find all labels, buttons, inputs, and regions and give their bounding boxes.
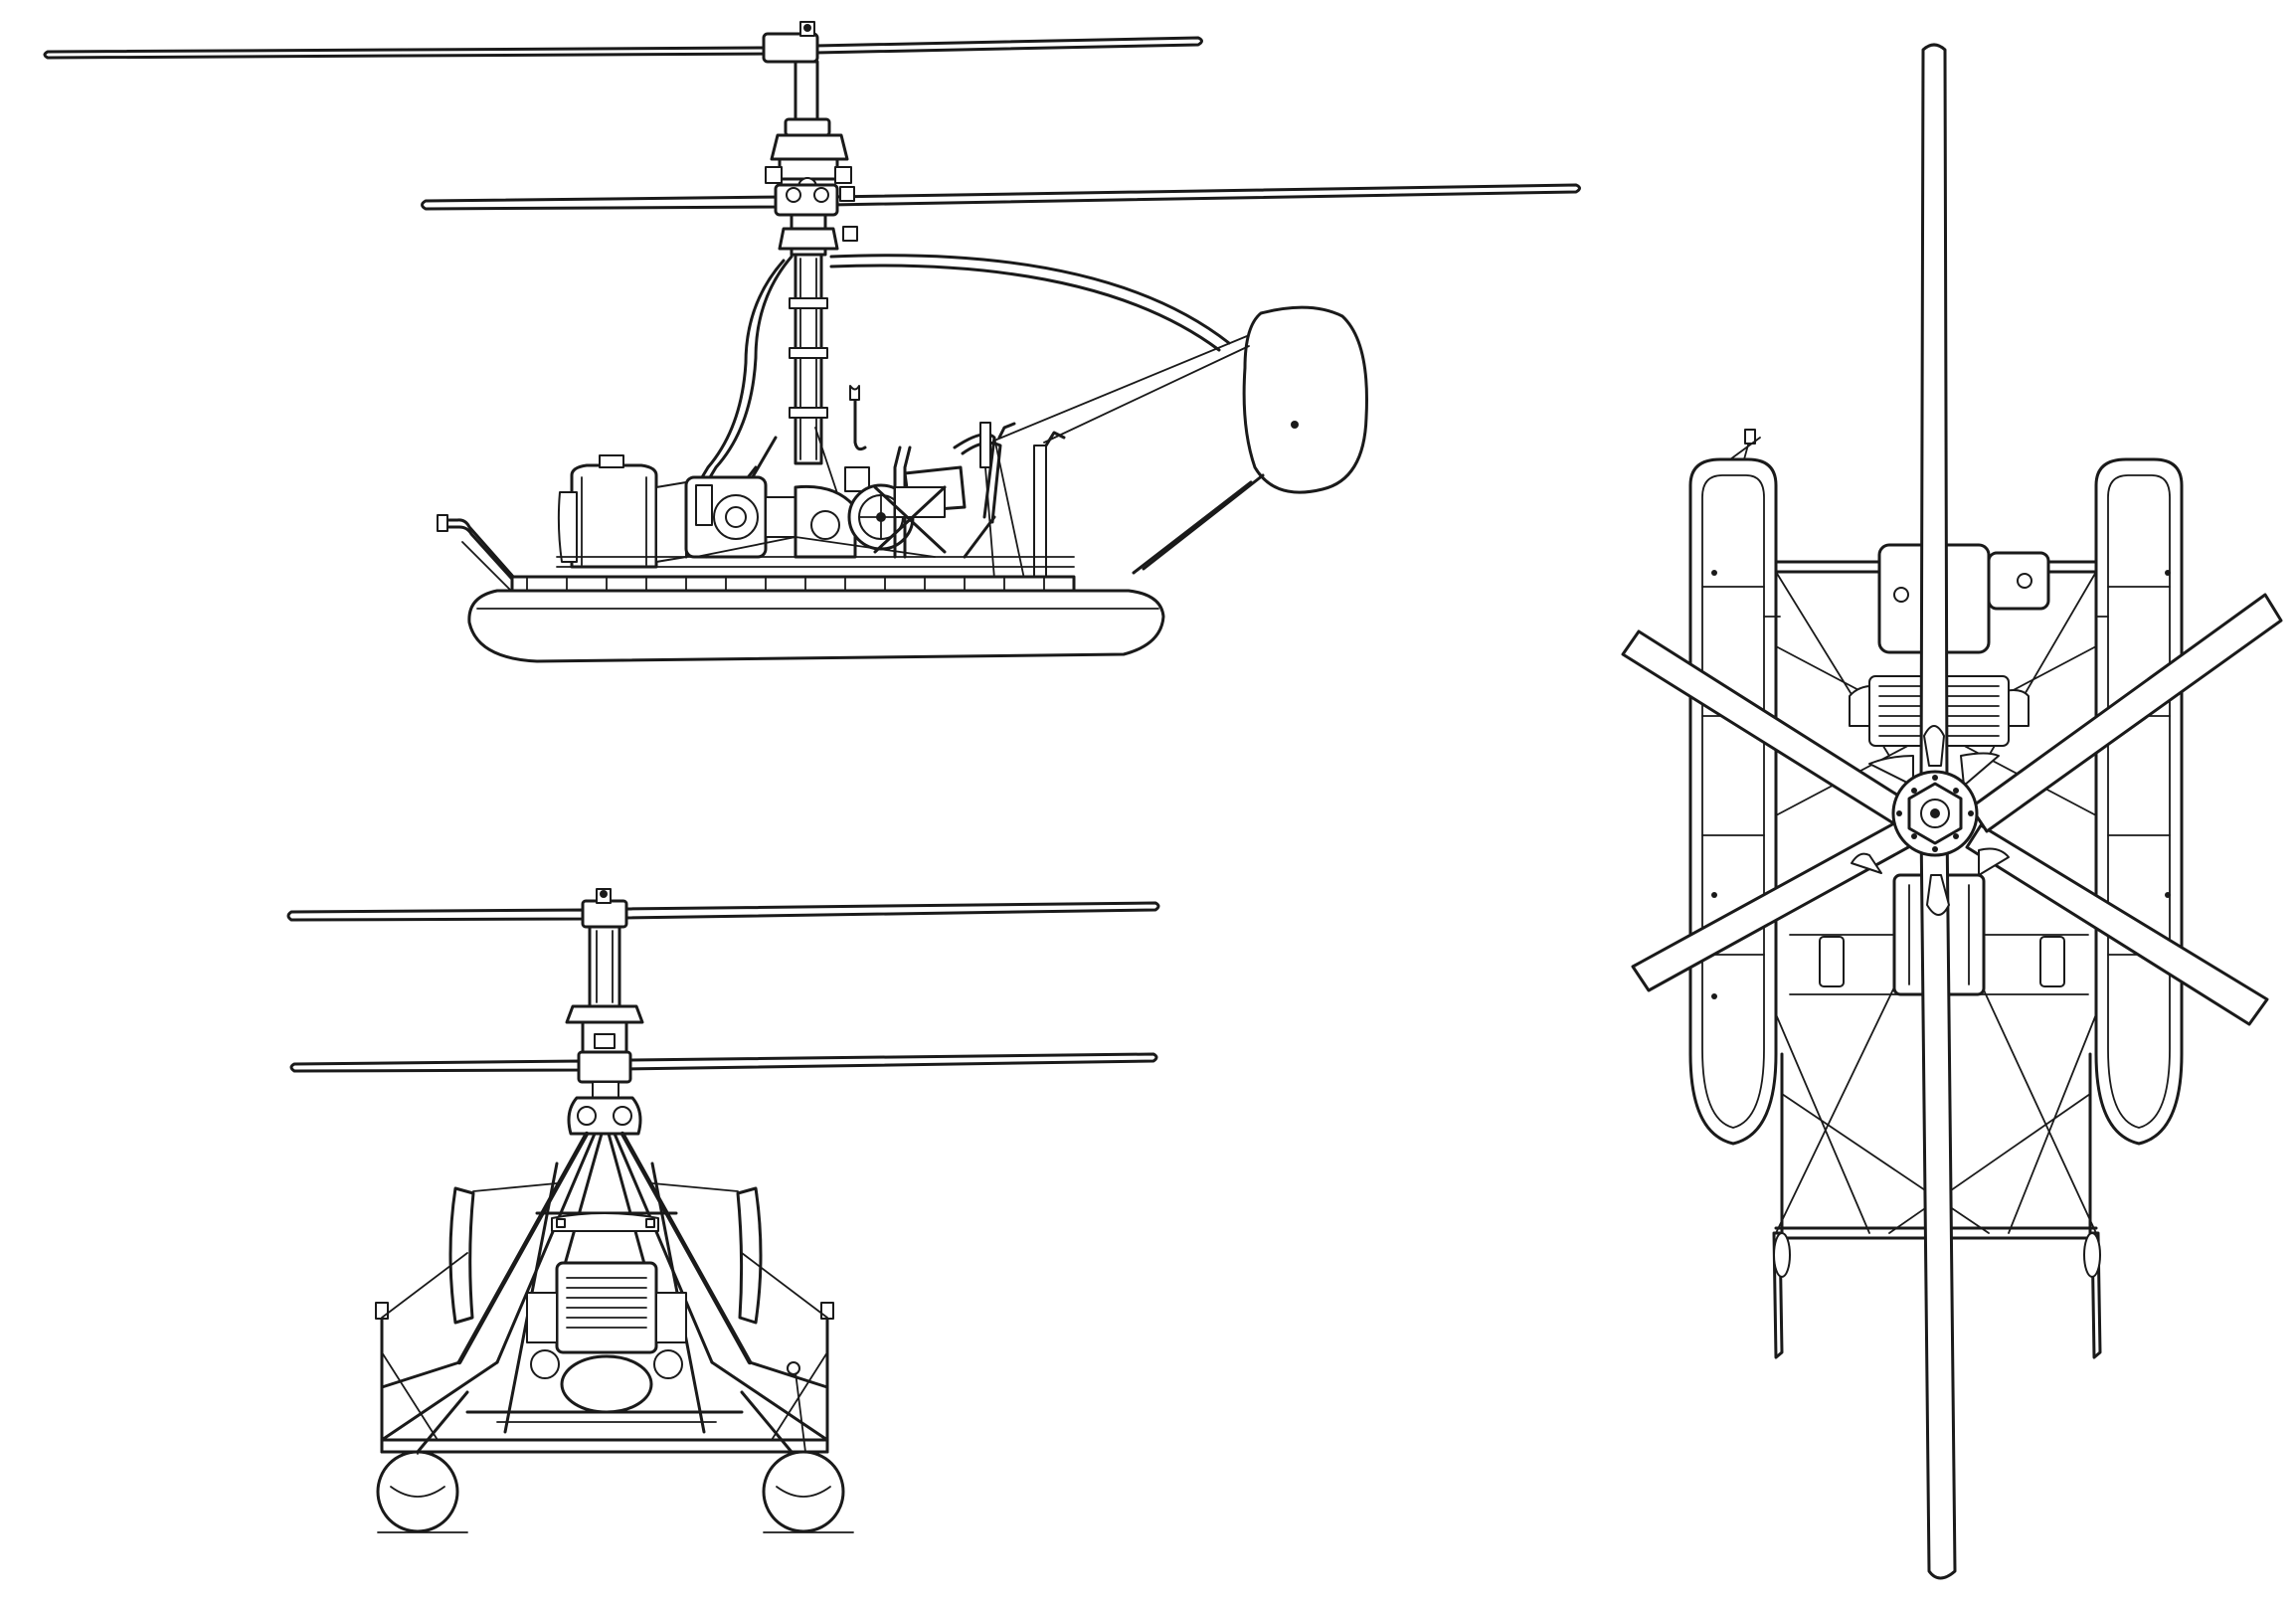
top-skids: [1772, 1231, 2102, 1359]
side-front-handle: [437, 514, 524, 593]
top-front-struts: [1729, 429, 1761, 460]
side-view: [43, 21, 1581, 663]
front-lower-rotor: [289, 1050, 1158, 1099]
front-upper-rotor: [286, 888, 1160, 929]
top-left-float: [1688, 457, 1778, 1146]
front-tail-fins: [448, 1182, 763, 1325]
side-tail-boom: [829, 254, 1231, 352]
side-fuel-tank: [557, 454, 687, 569]
side-rotor-mast: [765, 60, 852, 197]
side-float: [467, 589, 1165, 663]
top-view: [1621, 43, 2283, 1580]
front-rotor-mast: [565, 925, 644, 1054]
side-gearbox: [778, 213, 858, 465]
top-engine: [1849, 543, 2050, 747]
front-view: [286, 888, 1160, 1533]
side-pilot-seat: [849, 385, 1016, 559]
side-tail-struts: [993, 335, 1265, 575]
top-rotor-hub: [1891, 770, 1979, 857]
top-right-float: [2094, 457, 2184, 1146]
front-floats: [376, 1450, 854, 1533]
side-tail-fin: [1242, 305, 1368, 494]
side-deck: [510, 536, 1076, 595]
front-outriggers: [375, 1252, 834, 1454]
front-gearbox: [567, 1096, 642, 1136]
side-lower-rotor: [421, 183, 1581, 217]
side-upper-rotor: [43, 21, 1203, 64]
front-engine: [526, 1261, 687, 1414]
top-rotor-blades: [1621, 43, 2283, 1580]
